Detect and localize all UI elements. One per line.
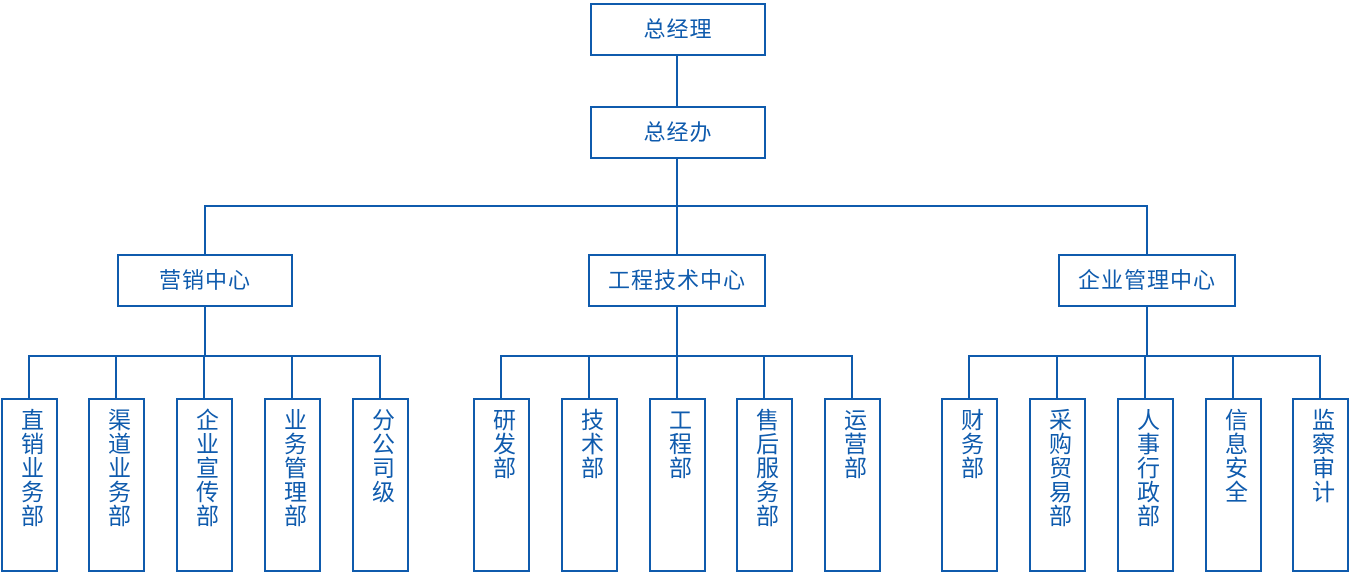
- connector-leaf-drop-11: [1056, 355, 1058, 398]
- node-label-corp-promo: 企业宣传部: [192, 408, 219, 528]
- connector-leaf-drop-5: [500, 355, 502, 398]
- node-finance[interactable]: 财务部: [941, 398, 998, 572]
- connector-bus-to-mgmt: [1146, 205, 1148, 254]
- node-purchasing[interactable]: 采购贸易部: [1029, 398, 1086, 572]
- node-label-engineering: 工程部: [665, 408, 692, 480]
- node-label-purchasing: 采购贸易部: [1045, 408, 1072, 528]
- node-biz-mgmt[interactable]: 业务管理部: [264, 398, 321, 572]
- node-label-mkt: 营销中心: [158, 267, 251, 293]
- node-label-eng: 工程技术中心: [607, 267, 746, 293]
- node-direct-sales[interactable]: 直销业务部: [1, 398, 58, 572]
- node-corp-promo[interactable]: 企业宣传部: [176, 398, 233, 572]
- connector-eng-stem-down: [676, 307, 678, 355]
- connector-mkt-stem-down: [204, 307, 206, 355]
- node-label-gm: 总经理: [643, 16, 713, 42]
- node-label-gmo: 总经办: [643, 119, 713, 145]
- node-label-mgmt: 企业管理中心: [1077, 267, 1216, 293]
- node-label-operations: 运营部: [840, 408, 867, 480]
- node-label-rnd: 研发部: [489, 408, 516, 480]
- node-operations[interactable]: 运营部: [824, 398, 881, 572]
- node-label-biz-mgmt: 业务管理部: [280, 408, 307, 528]
- node-rnd[interactable]: 研发部: [473, 398, 530, 572]
- node-label-branch-level: 分公司级: [368, 408, 395, 504]
- connector-leaf-drop-2: [203, 355, 205, 398]
- connector-leaf-drop-10: [968, 355, 970, 398]
- connector-gmo-stem-down: [676, 159, 678, 205]
- node-gm[interactable]: 总经理: [590, 3, 766, 56]
- connector-leaf-drop-3: [291, 355, 293, 398]
- node-label-audit: 监察审计: [1308, 408, 1335, 504]
- node-label-infosec: 信息安全: [1221, 408, 1248, 504]
- node-label-after-sales: 售后服务部: [752, 408, 779, 528]
- node-after-sales[interactable]: 售后服务部: [736, 398, 793, 572]
- connector-leaf-drop-14: [1319, 355, 1321, 398]
- node-label-direct-sales: 直销业务部: [17, 408, 44, 528]
- node-eng[interactable]: 工程技术中心: [588, 254, 766, 307]
- node-label-hr-admin: 人事行政部: [1133, 408, 1160, 528]
- node-branch-level[interactable]: 分公司级: [352, 398, 409, 572]
- connector-mgmt-stem-down: [1146, 307, 1148, 355]
- connector-leaf-drop-6: [588, 355, 590, 398]
- node-hr-admin[interactable]: 人事行政部: [1117, 398, 1174, 572]
- connector-leaf-drop-7: [676, 355, 678, 398]
- connector-leaf-drop-0: [28, 355, 30, 398]
- connector-bus-to-mkt: [204, 205, 206, 254]
- node-mkt[interactable]: 营销中心: [117, 254, 293, 307]
- node-label-channel-sales: 渠道业务部: [104, 408, 131, 528]
- node-mgmt[interactable]: 企业管理中心: [1058, 254, 1236, 307]
- connector-mkt-bus: [29, 355, 381, 357]
- node-label-tech: 技术部: [577, 408, 604, 480]
- node-label-finance: 财务部: [957, 408, 984, 480]
- connector-gm-to-gmo: [676, 56, 678, 106]
- connector-leaf-drop-4: [379, 355, 381, 398]
- connector-leaf-drop-1: [115, 355, 117, 398]
- connector-bus-to-eng: [676, 205, 678, 254]
- connector-leaf-drop-9: [851, 355, 853, 398]
- node-infosec[interactable]: 信息安全: [1205, 398, 1262, 572]
- node-tech[interactable]: 技术部: [561, 398, 618, 572]
- connector-leaf-drop-8: [763, 355, 765, 398]
- connector-leaf-drop-13: [1232, 355, 1234, 398]
- node-gmo[interactable]: 总经办: [590, 106, 766, 159]
- connector-leaf-drop-12: [1144, 355, 1146, 398]
- node-channel-sales[interactable]: 渠道业务部: [88, 398, 145, 572]
- node-engineering[interactable]: 工程部: [649, 398, 706, 572]
- node-audit[interactable]: 监察审计: [1292, 398, 1349, 572]
